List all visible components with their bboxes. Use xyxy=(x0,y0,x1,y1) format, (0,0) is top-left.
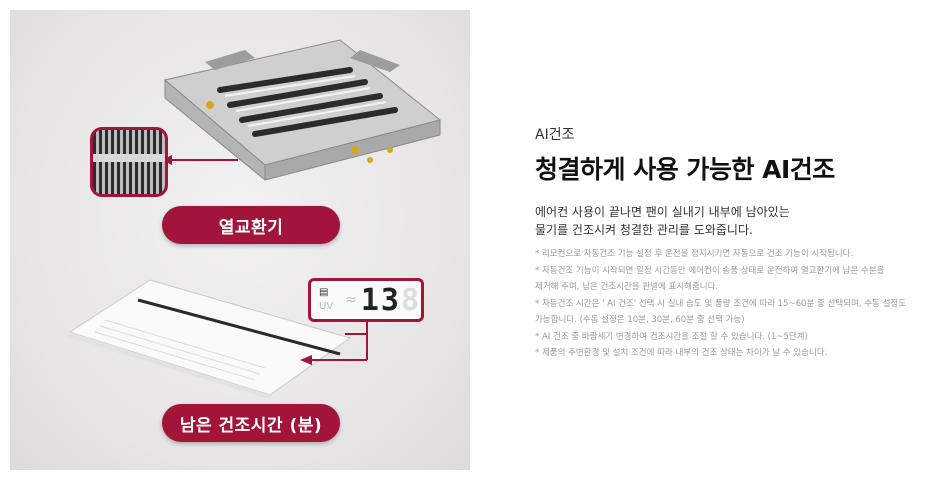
indoor-unit-internal-illustration xyxy=(162,39,442,182)
indoor-unit-panel-illustration xyxy=(68,279,368,400)
heat-exchanger-zoom xyxy=(90,127,168,197)
ghost-digit: 8 xyxy=(400,282,421,318)
filter-icon: ▤ xyxy=(319,287,329,298)
feature-notes: * 리모컨으로 자동건조 기능 설정 후 운전을 정지시키면 자동으로 건조 기… xyxy=(535,246,915,362)
note-line: * 제품의 주변환경 및 설치 조건에 따라 내부의 건조 상태는 차이가 날 … xyxy=(535,348,828,358)
note-line: * 리모컨으로 자동건조 기능 설정 후 운전을 정지시키면 자동으로 건조 기… xyxy=(535,249,854,259)
note-line: 제거해 주며, 남은 건조시간을 판넬에 표시해줍니다. xyxy=(535,282,719,292)
description-line: 에어컨 사용이 끝나면 팬이 실내기 내부에 남아있는 xyxy=(535,205,790,219)
product-image-panel: 열교환기 ▤ UV ≈ 138 남은 건조시간 (분) xyxy=(10,10,470,470)
remaining-time-digits: 138 xyxy=(361,283,421,318)
note-line: * 자동건조 기능이 시작되면 일정 시간동안 에어컨이 송풍 상태로 운전하여… xyxy=(535,265,885,276)
note-line: 가능합니다. (수동 설정은 10분, 30분, 60분 중 선택 가능) xyxy=(535,315,745,325)
display-icons: ▤ UV xyxy=(319,287,341,313)
heat-exchanger-label: 열교환기 xyxy=(162,206,340,244)
wifi-icon: ≈ xyxy=(345,292,357,308)
uv-icon: UV xyxy=(319,301,334,312)
feature-description: 에어컨 사용이 끝나면 팬이 실내기 내부에 남아있는 물기를 건조시켜 청결한… xyxy=(535,203,915,239)
feature-title: 청결하게 사용 가능한 AI건조 xyxy=(535,155,835,184)
note-line: * 자동건조 시간은 ' AI 건조' 선택 시 실내 습도 및 풍량 조건에 … xyxy=(535,298,907,309)
note-line: * AI 건조 중 바람세기 변경하여 건조시간을 조절 할 수 있습니다. (… xyxy=(535,331,808,342)
remaining-time-display: ▤ UV ≈ 138 xyxy=(308,278,424,322)
remaining-time-label: 남은 건조시간 (분) xyxy=(162,404,340,442)
feature-category: AI건조 xyxy=(535,127,575,143)
description-line: 물기를 건조시켜 청결한 관리를 도와줍니다. xyxy=(535,223,753,237)
remaining-time-value: 13 xyxy=(360,282,401,318)
